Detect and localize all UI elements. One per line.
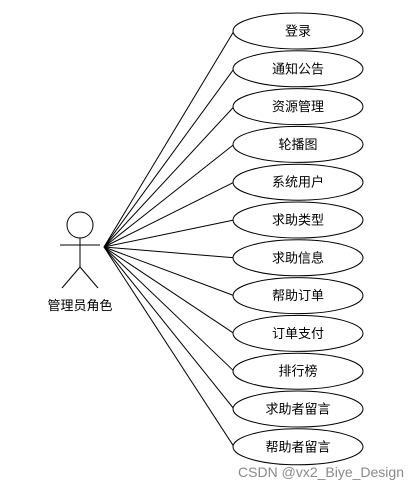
use-case-ellipse (232, 428, 364, 466)
use-case-ellipse (232, 163, 364, 201)
use-case-label: 登录 (285, 25, 311, 40)
use-case-label: 系统用户 (272, 175, 324, 191)
use-case: 登录 (232, 12, 364, 50)
use-case-ellipse (232, 88, 364, 126)
use-case-label: 求助类型 (272, 214, 324, 229)
use-case-ellipse (232, 12, 364, 50)
association-line (103, 246, 235, 448)
association-line (103, 68, 235, 248)
use-cases: 登录通知公告资源管理轮播图系统用户求助类型求助信息帮助订单订单支付排行榜求助者留… (232, 12, 364, 466)
use-case-ellipse (232, 277, 364, 315)
actor-head (66, 211, 94, 239)
use-case-ellipse (232, 125, 364, 163)
association-line (103, 246, 235, 297)
use-case: 求助信息 (232, 239, 364, 277)
use-case-label: 订单支付 (272, 327, 324, 342)
association-line (103, 219, 235, 248)
use-case-label: 帮助者留言 (265, 440, 330, 455)
use-case: 资源管理 (232, 88, 364, 126)
use-case-label: 求助者留言 (265, 403, 330, 418)
use-case-label: 帮助订单 (272, 289, 324, 304)
association-line (103, 246, 235, 372)
use-case: 帮助者留言 (232, 428, 364, 466)
watermark: CSDN @vx2_Biye_Design (238, 464, 404, 480)
use-case: 排行榜 (232, 352, 364, 390)
association-line (103, 144, 235, 248)
use-case-label: 通知公告 (272, 61, 324, 77)
use-case-ellipse (232, 239, 364, 277)
association-line (103, 181, 235, 248)
use-case: 订单支付 (232, 314, 364, 352)
use-case-label: 求助信息 (272, 250, 324, 266)
use-case-ellipse (232, 50, 364, 88)
use-case: 通知公告 (232, 50, 364, 88)
association-line (103, 106, 235, 248)
use-case-label: 排行榜 (278, 364, 317, 380)
actor-left-leg (61, 266, 81, 289)
association-line (103, 246, 235, 259)
use-case-label: 资源管理 (272, 100, 324, 115)
use-case-ellipse (232, 352, 364, 390)
actor-figure (60, 211, 100, 289)
use-case: 求助者留言 (232, 390, 364, 428)
use-case-ellipse (232, 314, 364, 352)
use-case-ellipse (232, 390, 364, 428)
association-line (103, 246, 235, 410)
use-case: 轮播图 (232, 125, 364, 163)
actor-label: 管理员角色 (47, 299, 113, 314)
association-lines (103, 30, 235, 448)
association-line (103, 30, 235, 248)
use-case: 帮助订单 (232, 277, 364, 315)
use-case: 系统用户 (232, 163, 364, 201)
actor-right-leg (79, 266, 99, 289)
association-line (103, 246, 235, 334)
use-case: 求助类型 (232, 201, 364, 239)
use-case-label: 轮播图 (278, 138, 317, 153)
use-case-ellipse (232, 201, 364, 239)
